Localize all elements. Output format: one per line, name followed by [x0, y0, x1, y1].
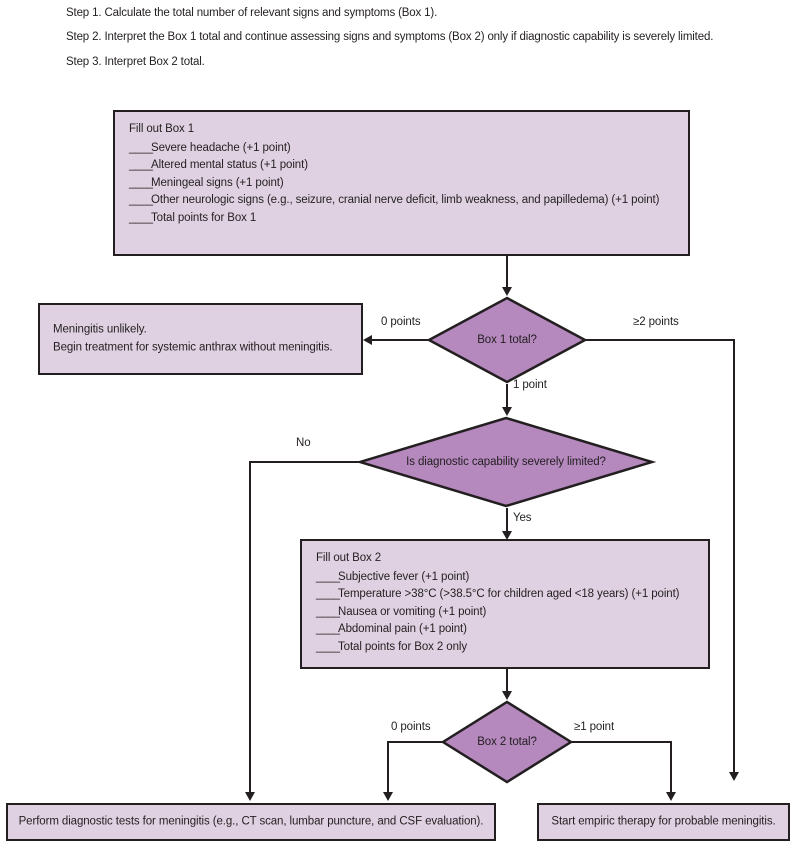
box-1-item-label: Altered mental status (+1 point) [151, 159, 308, 171]
arrowhead-down-icon [729, 772, 739, 781]
arrowhead-down-icon [502, 287, 512, 296]
box-1-item-label: Other neurologic signs (e.g., seizure, c… [151, 194, 660, 206]
outcome-line-2: Begin treatment for systemic anthrax wit… [53, 341, 333, 353]
blank-line: ____ [316, 605, 340, 618]
box-2-item-label: Total points for Box 2 only [338, 640, 467, 653]
edge-label-no: No [296, 437, 311, 449]
box-2-node[interactable]: Fill out Box 2 ____ Subjective fever (+1… [300, 539, 710, 669]
decision-box2-total[interactable]: Box 2 total? [440, 700, 574, 784]
outcome-line-1: Meningitis unlikely. [53, 323, 147, 336]
edge-label-1-point: 1 point [513, 379, 547, 391]
box-1-item: ____ Other neurologic signs (e.g., seizu… [129, 192, 659, 210]
decision-box1-total[interactable]: Box 1 total? [426, 296, 588, 384]
connector-decision2-left-down [249, 461, 251, 795]
box-1-item: ____ Altered mental status (+1 point) [129, 157, 659, 175]
connector-decision3-right-down [670, 741, 672, 795]
connector-box1-to-decision1 [506, 256, 508, 289]
box-1-item-label: Meningeal signs (+1 point) [151, 176, 284, 189]
blank-line: ____ [316, 623, 340, 635]
blank-line: ____ [129, 141, 153, 154]
connector-decision1-right [585, 339, 735, 341]
blank-line: ____ [129, 211, 153, 224]
outcome-diagnostic-tests-text: Perform diagnostic tests for meningitis … [18, 815, 484, 828]
outcome-empiric-therapy[interactable]: Start empiric therapy for probable menin… [537, 803, 790, 841]
box-2-item: ____ Total points for Box 2 only [316, 639, 679, 657]
outcome-meningitis-unlikely[interactable]: Meningitis unlikely. Begin treatment for… [38, 303, 363, 375]
connector-box2-to-decision3 [506, 669, 508, 693]
step-1-text: Step 1. Calculate the total number of re… [66, 7, 438, 19]
connector-decision2-down [506, 508, 508, 534]
box-2-item-label: Temperature >38°C (>38.5°C for children … [338, 588, 680, 600]
box-1-item: ____ Severe headache (+1 point) [129, 140, 659, 158]
edge-label-yes: Yes [513, 512, 532, 524]
box-2-item-label: Abdominal pain (+1 point) [338, 623, 467, 635]
box-1-header: Fill out Box 1 [129, 123, 195, 135]
arrowhead-down-icon [245, 792, 255, 801]
box-2-content: Fill out Box 2 ____ Subjective fever (+1… [316, 550, 680, 657]
blank-line: ____ [129, 194, 153, 206]
blank-line: ____ [316, 640, 340, 653]
box-1-node[interactable]: Fill out Box 1 ____ Severe headache (+1 … [113, 110, 690, 256]
blank-line: ____ [316, 588, 340, 600]
outcome-diagnostic-tests[interactable]: Perform diagnostic tests for meningitis … [6, 803, 496, 841]
blank-line: ____ [316, 570, 340, 583]
edge-label-0-points-box1: 0 points [381, 316, 421, 328]
decision-diagnostic-capability[interactable]: Is diagnostic capability severely limite… [355, 416, 657, 508]
box-1-item: ____ Total points for Box 1 [129, 210, 659, 228]
connector-decision3-right [570, 741, 672, 743]
arrowhead-down-icon [666, 792, 676, 801]
arrowhead-down-icon [502, 691, 512, 700]
arrowhead-down-icon [383, 792, 393, 801]
connector-decision2-left [249, 461, 360, 463]
box-2-item: ____ Abdominal pain (+1 point) [316, 621, 679, 639]
outcome-meningitis-unlikely-text: Meningitis unlikely. Begin treatment for… [53, 322, 333, 357]
step-2-text: Step 2. Interpret the Box 1 total and co… [66, 31, 714, 43]
outcome-empiric-therapy-text: Start empiric therapy for probable menin… [551, 815, 776, 828]
box-1-item: ____ Meningeal signs (+1 point) [129, 175, 659, 193]
box-2-item: ____ Subjective fever (+1 point) [316, 569, 679, 587]
connector-decision1-down [506, 384, 508, 409]
box-2-item-label: Subjective fever (+1 point) [338, 570, 470, 583]
blank-line: ____ [129, 176, 153, 189]
connector-decision3-left-down [387, 741, 389, 795]
blank-line: ____ [129, 159, 153, 171]
arrowhead-down-icon [502, 531, 512, 540]
box-1-content: Fill out Box 1 ____ Severe headache (+1 … [129, 121, 659, 227]
box-1-item-label: Severe headache (+1 point) [151, 141, 291, 154]
box-2-header: Fill out Box 2 [316, 552, 382, 564]
edge-label-0-points-box2: 0 points [391, 721, 431, 733]
box-2-item: ____ Nausea or vomiting (+1 point) [316, 604, 679, 622]
step-3-text: Step 3. Interpret Box 2 total. [66, 56, 205, 68]
arrowhead-down-icon [502, 407, 512, 416]
connector-decision3-left [387, 741, 444, 743]
box-2-item-label: Nausea or vomiting (+1 point) [338, 605, 487, 618]
connector-decision1-left [372, 339, 429, 341]
arrowhead-left-icon [363, 335, 372, 345]
connector-decision1-right-down [733, 339, 735, 775]
box-2-item: ____ Temperature >38°C (>38.5°C for chil… [316, 586, 680, 604]
edge-label-ge1-point: ≥1 point [574, 721, 615, 733]
edge-label-ge2-points: ≥2 points [633, 316, 679, 328]
box-1-item-label: Total points for Box 1 [151, 211, 257, 224]
